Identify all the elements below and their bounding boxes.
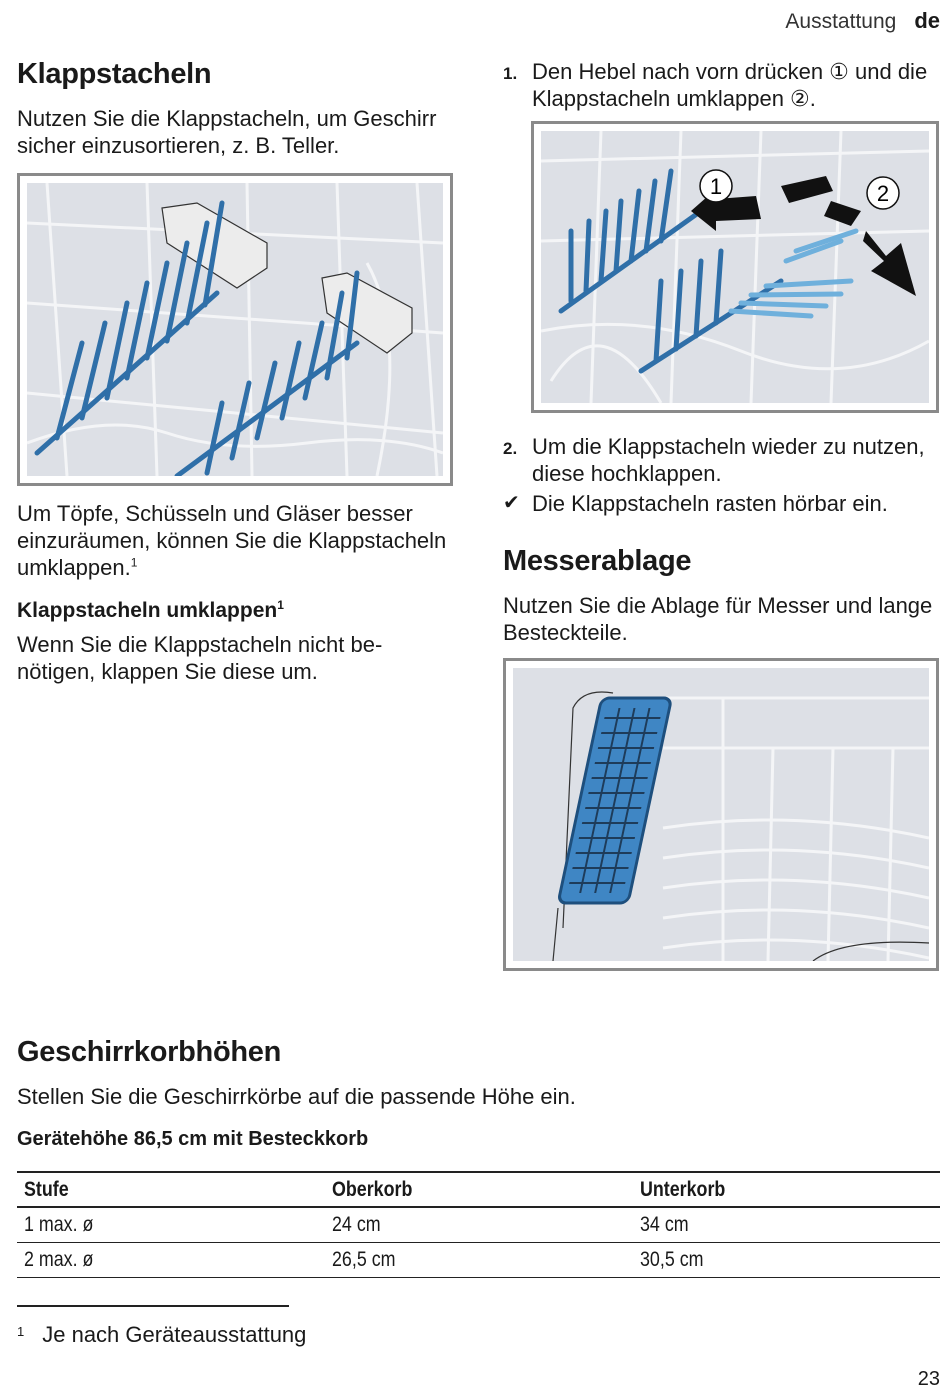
klappstacheln-umklappen-title: Klappstacheln umklappen1 — [17, 599, 457, 623]
footnote: 1 Je nach Geräteausstattung — [17, 1322, 306, 1348]
footnote-ref: 1 — [277, 598, 284, 612]
step-1: 1. Den Hebel nach vorn drücken ① und die… — [503, 58, 943, 112]
step-number: 1. — [503, 64, 518, 83]
callout-2: 2 — [877, 181, 889, 206]
fold-arrow-icon — [781, 176, 916, 296]
sub-title-text: Klappstacheln umklappen — [17, 599, 278, 622]
knife-shelf-illustration — [552, 691, 929, 961]
column-header: Oberkorb — [325, 1171, 633, 1208]
column-header: Stufe — [17, 1171, 325, 1208]
basket-height-table: Stufe Oberkorb Unterkorb 1 max. ø 24 cm … — [17, 1171, 940, 1278]
step-2: 2. Um die Klappstacheln wieder zu nutzen… — [503, 433, 943, 487]
table-cell: 2 max. ø — [17, 1242, 325, 1278]
footnote-text: Je nach Geräteausstattung — [42, 1322, 307, 1347]
header-section: Ausstattung — [785, 10, 897, 33]
right-column: 1. Den Hebel nach vorn drücken ① und die… — [503, 58, 943, 971]
step-number: 2. — [503, 439, 518, 458]
dish-rack-tines-illustration — [27, 183, 443, 476]
geschirrkorb-title: Geschirrkorbhöhen — [17, 1036, 282, 1068]
table-cell: 30,5 cm — [633, 1242, 940, 1278]
page-header: Ausstattung de — [785, 8, 940, 34]
footnote-divider — [17, 1305, 289, 1307]
table-cell: 34 cm — [633, 1207, 940, 1243]
messerablage-title: Messerablage — [503, 545, 692, 577]
table-row: 1 max. ø 24 cm 34 cm — [17, 1207, 940, 1243]
geschirrkorb-section: Geschirrkorbhöhen Stellen Sie die Geschi… — [17, 1036, 940, 1278]
messerablage-figure — [503, 658, 939, 971]
page-number: 23 — [917, 1368, 940, 1390]
table-cell: 1 max. ø — [17, 1207, 325, 1243]
step-text: Um die Klappstacheln wieder zu nutzen, d… — [532, 434, 925, 486]
left-column: Klappstacheln Nutzen Sie die Klappstache… — [17, 58, 457, 685]
instruction-steps: 1. Den Hebel nach vorn drücken ① und die… — [503, 58, 943, 112]
column-header: Unterkorb — [633, 1171, 940, 1208]
klappstacheln-intro: Nutzen Sie die Klappstacheln, um Geschir… — [17, 106, 437, 158]
klappstacheln-figure — [17, 173, 453, 486]
table-title: Gerätehöhe 86,5 cm mit Besteckkorb — [17, 1128, 369, 1150]
fold-tines-illustration: 1 2 — [541, 131, 929, 403]
klappstacheln-title: Klappstacheln — [17, 58, 212, 90]
check-icon: ✔ — [503, 492, 520, 514]
table-row: 2 max. ø 26,5 cm 30,5 cm — [17, 1242, 940, 1278]
table-cell: 26,5 cm — [325, 1242, 633, 1278]
header-language: de — [914, 8, 940, 33]
step-result: ✔ Die Klappstacheln rasten hörbar ein. — [503, 490, 943, 517]
footnote-ref: 1 — [130, 555, 138, 570]
table-header-row: Stufe Oberkorb Unterkorb — [17, 1171, 940, 1208]
table-cell: 24 cm — [325, 1207, 633, 1243]
messerablage-text: Nutzen Sie die Ablage für Messer und lan… — [503, 593, 933, 645]
after-image-text: Um Töpfe, Schüsseln und Gläser besser ei… — [17, 501, 447, 580]
klappstacheln-umklappen-text: Wenn Sie die Klappstacheln nicht be-nöti… — [17, 632, 383, 684]
instruction-steps-continued: 2. Um die Klappstacheln wieder zu nutzen… — [503, 433, 943, 517]
callout-1: 1 — [710, 174, 722, 199]
geschirrkorb-text: Stellen Sie die Geschirrkörbe auf die pa… — [17, 1084, 576, 1109]
callout-circle-1 — [699, 169, 733, 203]
fold-tines-figure: 1 2 — [531, 121, 939, 413]
callout-circle-2 — [866, 176, 900, 210]
result-text: Die Klappstacheln rasten hörbar ein. — [532, 491, 888, 516]
footnote-mark: 1 — [17, 1324, 25, 1339]
step-text: Den Hebel nach vorn drücken ① und die Kl… — [532, 59, 928, 111]
klappstacheln-after-image: Um Töpfe, Schüsseln und Gläser besser ei… — [17, 500, 457, 581]
